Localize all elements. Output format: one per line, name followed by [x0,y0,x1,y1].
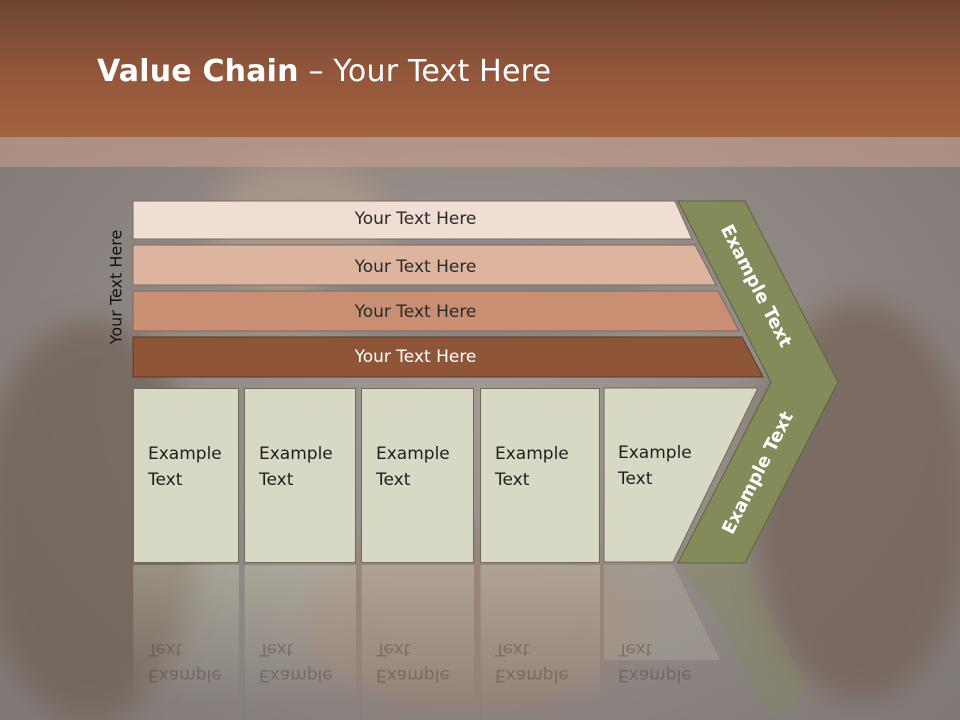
column-3-reflection: Example Text [361,565,474,720]
bar-2[interactable] [132,244,717,286]
column-5[interactable]: Example Text [604,388,714,563]
header-bar [0,0,960,137]
column-2-reflection: Example Text [244,565,356,720]
column-4-reflection: Example Text [480,565,600,720]
title-bold: Value Chain [97,54,299,89]
bar-3[interactable] [132,290,740,332]
column-5-reflection-label: Example Text [618,639,692,685]
chevron-reflection [678,565,808,720]
column-1-reflection-label: Example Text [148,639,222,685]
header-band [0,137,960,167]
column-1-reflection: Example Text [133,565,239,720]
column-2[interactable]: Example Text [244,388,356,563]
column-4-reflection-label: Example Text [495,639,569,685]
title-rest: – Your Text Here [298,54,552,89]
column-5-reflection-text: Example Text [604,565,714,720]
column-4-label: Example Text [495,444,569,490]
bar-3-label: Your Text Here [354,302,477,322]
column-3-label: Example Text [376,444,450,490]
column-3[interactable]: Example Text [361,388,474,563]
column-1[interactable]: Example Text [133,388,239,563]
column-2-label: Example Text [259,444,333,490]
bar-1[interactable] [132,200,693,240]
column-4[interactable]: Example Text [480,388,600,563]
page-title: Value Chain – Your Text Here [97,54,551,89]
bar-4-label: Your Text Here [354,347,477,367]
chevron-arrow[interactable] [677,200,839,564]
column-1-label: Example Text [148,444,222,490]
column-5-label: Example Text [618,443,692,489]
bar-1-label: Your Text Here [354,209,477,229]
column-3-reflection-label: Example Text [376,639,450,685]
column-2-reflection-label: Example Text [259,639,333,685]
bar-2-label: Your Text Here [354,257,477,277]
column-5-reflection [604,565,720,660]
bar-4[interactable] [132,336,764,378]
column-5-shape[interactable] [603,387,759,563]
